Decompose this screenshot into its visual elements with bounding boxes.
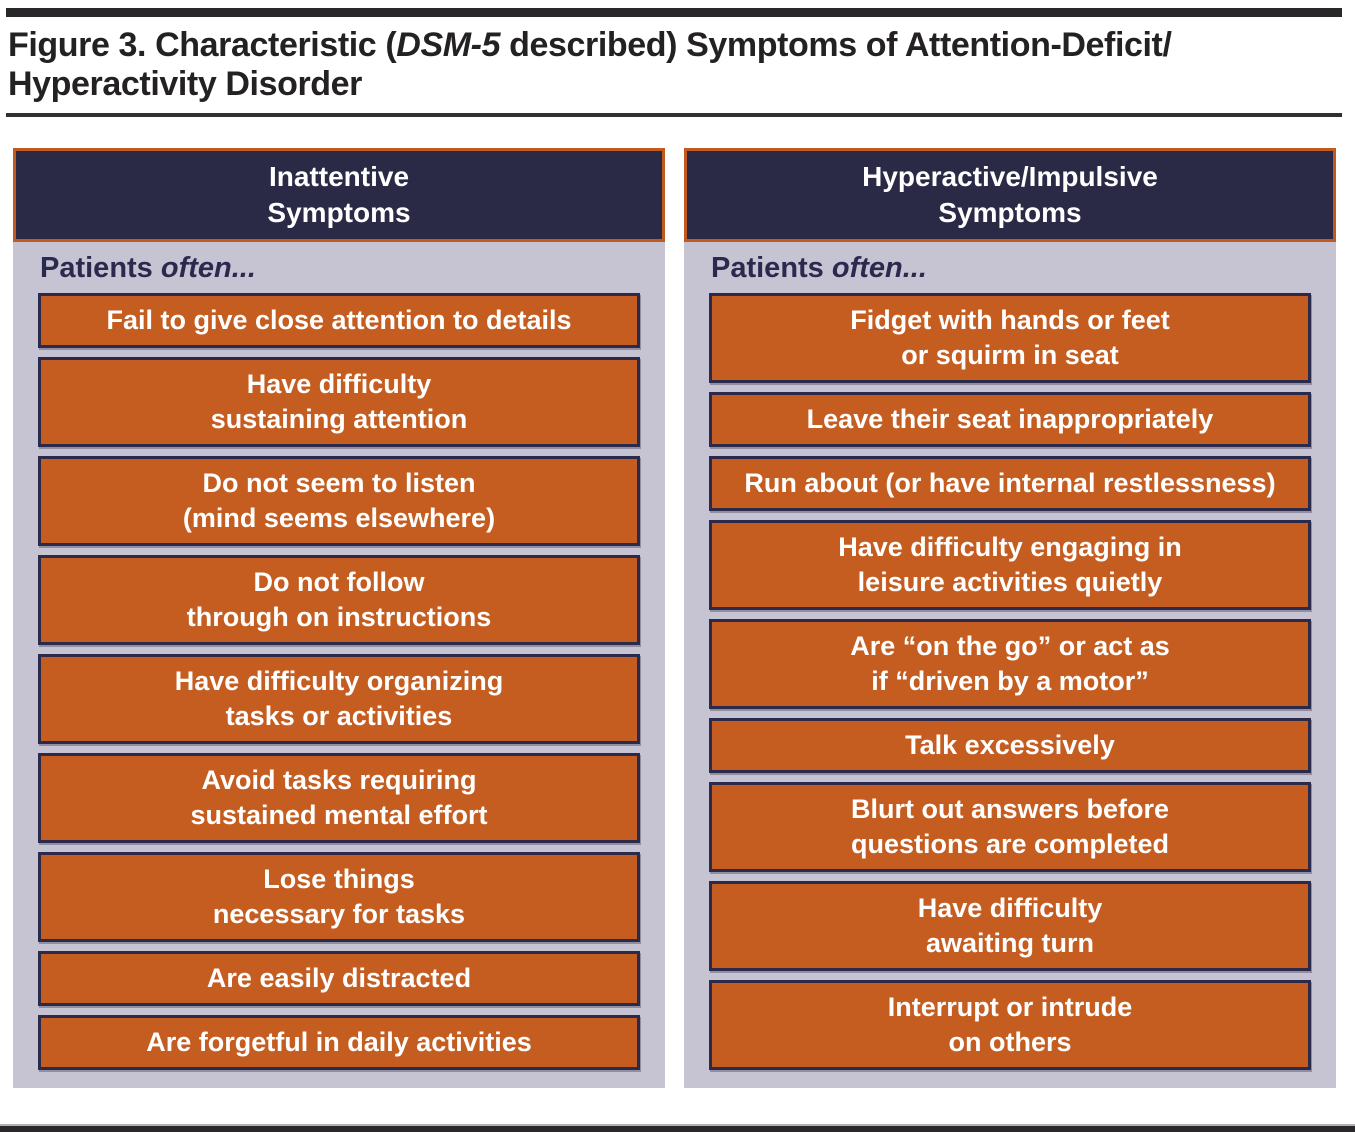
- symptom-box: Do not follow through on instructions: [38, 555, 640, 645]
- panel-inattentive: Inattentive Symptoms Patients often... F…: [13, 148, 665, 1088]
- symptom-box: Avoid tasks requiring sustained mental e…: [38, 753, 640, 843]
- intro-hyperactive-impulsive: Patients often...: [684, 242, 1336, 293]
- symptom-box: Have difficulty awaiting turn: [709, 881, 1311, 971]
- symptom-box: Talk excessively: [709, 718, 1311, 773]
- panel-hyperactive-impulsive: Hyperactive/Impulsive Symptoms Patients …: [684, 148, 1336, 1088]
- symptom-box: Leave their seat inappropriately: [709, 392, 1311, 447]
- figure-title: Figure 3. Characteristic (DSM-5 describe…: [8, 26, 1342, 104]
- symptom-box: Are easily distracted: [38, 951, 640, 1006]
- symptom-list-hyperactive-impulsive: Fidget with hands or feet or squirm in s…: [684, 293, 1336, 1070]
- figure-title-part2: described) Symptoms of Attention-Deficit…: [500, 26, 1172, 64]
- panel-header-hyperactive-impulsive: Hyperactive/Impulsive Symptoms: [684, 148, 1336, 242]
- figure-title-line2: Hyperactivity Disorder: [8, 65, 363, 103]
- symptom-box: Interrupt or intrude on others: [709, 980, 1311, 1070]
- symptom-panels: Inattentive Symptoms Patients often... F…: [13, 148, 1338, 1088]
- intro-often: often...: [831, 252, 927, 284]
- symptom-box: Have difficulty sustaining attention: [38, 357, 640, 447]
- symptom-box: Have difficulty organizing tasks or acti…: [38, 654, 640, 744]
- top-rule: [6, 8, 1342, 17]
- intro-prefix: Patients: [711, 252, 832, 284]
- symptom-box: Fidget with hands or feet or squirm in s…: [709, 293, 1311, 383]
- intro-often: often...: [160, 252, 256, 284]
- intro-inattentive: Patients often...: [13, 242, 665, 293]
- intro-prefix: Patients: [40, 252, 161, 284]
- figure-title-part1: Figure 3. Characteristic (: [8, 26, 397, 64]
- symptom-box: Are forgetful in daily activities: [38, 1015, 640, 1070]
- title-rule: [6, 113, 1342, 117]
- figure-title-italic: DSM-5: [396, 26, 501, 64]
- symptom-box: Are “on the go” or act as if “driven by …: [709, 619, 1311, 709]
- symptom-box: Lose things necessary for tasks: [38, 852, 640, 942]
- symptom-box: Run about (or have internal restlessness…: [709, 456, 1311, 511]
- symptom-box: Blurt out answers before questions are c…: [709, 782, 1311, 872]
- symptom-box: Do not seem to listen (mind seems elsewh…: [38, 456, 640, 546]
- bottom-rule: [0, 1124, 1355, 1132]
- symptom-box: Fail to give close attention to details: [38, 293, 640, 348]
- panel-header-inattentive: Inattentive Symptoms: [13, 148, 665, 242]
- symptom-box: Have difficulty engaging in leisure acti…: [709, 520, 1311, 610]
